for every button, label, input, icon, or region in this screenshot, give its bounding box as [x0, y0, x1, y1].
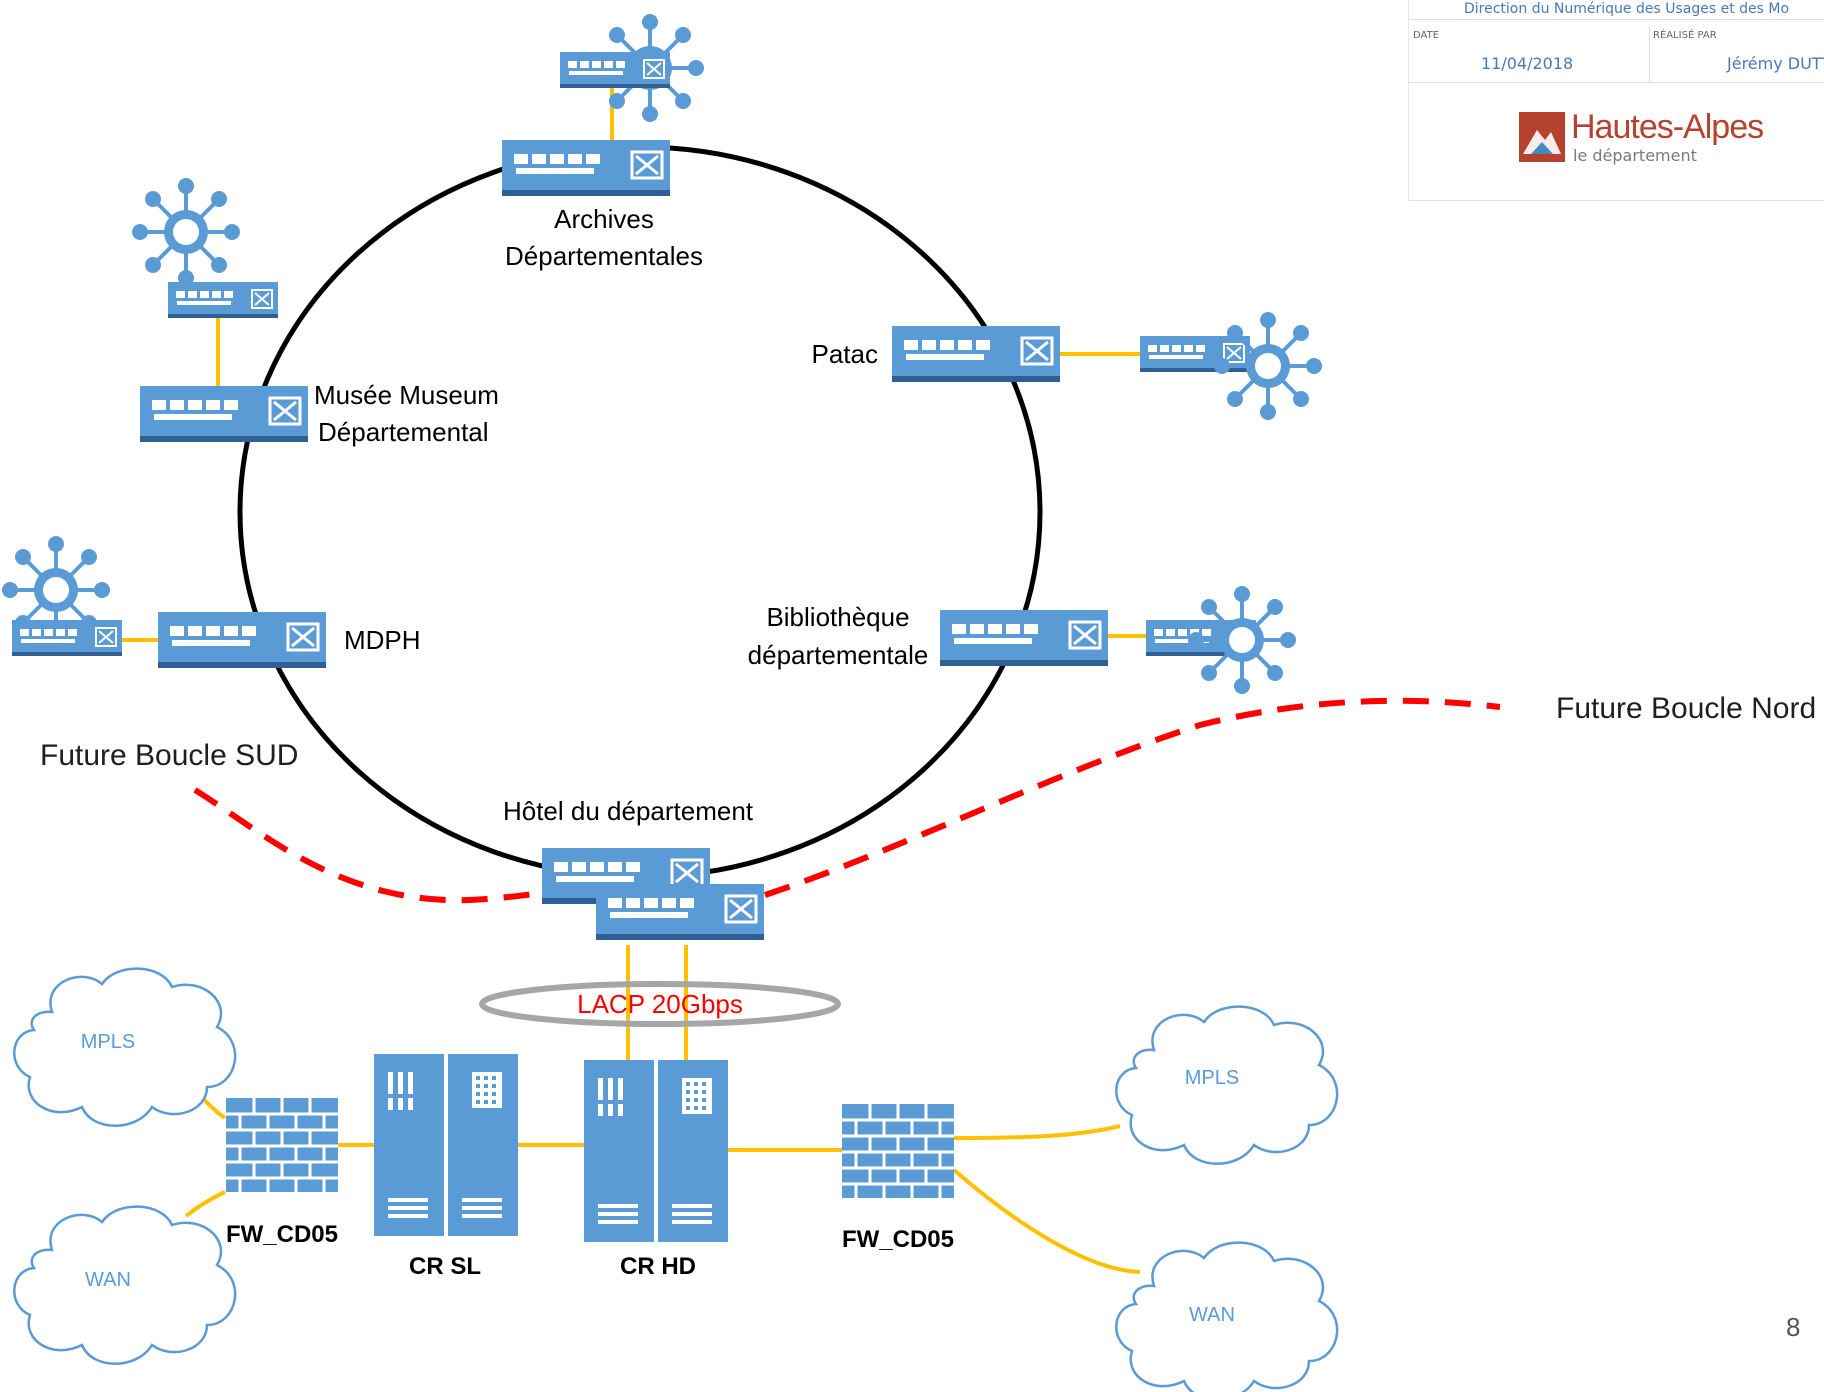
label-cr-hd: CR HD [620, 1253, 696, 1280]
author-cell: RÉALISÉ PAR Jérémy DUTT [1649, 26, 1824, 82]
label-lacp: LACP 20Gbps [577, 989, 743, 1019]
access-switch-mdph [11, 619, 123, 657]
label-cr-sl: CR SL [409, 1253, 481, 1280]
title-block: Direction du Numérique des Usages et des… [1408, 0, 1824, 201]
logo-text: Hautes-Alpes [1571, 108, 1764, 146]
label-cloud-mpls-left: MPLS [81, 1031, 135, 1053]
core-router-hd [584, 1060, 728, 1242]
label-musee-2: Départemental [318, 417, 489, 447]
label-biblio-2: départementale [748, 640, 929, 670]
wifi-hub-musee-icon [130, 176, 242, 288]
date-value: 11/04/2018 [1481, 54, 1574, 73]
lacp-bundle [479, 981, 841, 1027]
label-archives-2: Départementales [505, 241, 703, 271]
switch-archives [500, 138, 672, 198]
date-cell: DATE 11/04/2018 [1409, 26, 1650, 82]
date-label: DATE [1413, 30, 1440, 41]
label-future-sud: Future Boucle SUD [40, 739, 298, 772]
switch-patac [890, 324, 1062, 384]
access-switch-musee [167, 281, 279, 319]
label-biblio-1: Bibliothèque [766, 602, 909, 632]
firewall-left-icon [224, 1096, 340, 1194]
wifi-hub-patac-icon [1212, 310, 1324, 422]
wifi-hub-bibliotheque-icon [1186, 584, 1298, 696]
switch-musee [138, 384, 310, 444]
switch-bibliotheque [938, 608, 1110, 668]
label-cloud-wan-right: WAN [1189, 1304, 1235, 1326]
label-musee-1: Musée Museum [314, 380, 499, 410]
label-cloud-wan-left: WAN [85, 1269, 131, 1291]
label-archives-1: Archives [554, 204, 654, 234]
label-future-nord: Future Boucle Nord [1556, 692, 1816, 725]
label-hotel: Hôtel du département [503, 796, 754, 826]
title-block-row: DATE 11/04/2018 RÉALISÉ PAR Jérémy DUTT [1409, 26, 1824, 83]
author-value: Jérémy DUTT [1727, 54, 1824, 73]
label-cloud-mpls-right: MPLS [1185, 1067, 1239, 1089]
firewall-right-icon [840, 1102, 956, 1200]
core-router-sl [374, 1054, 518, 1236]
logo-subtext: le département [1573, 146, 1697, 165]
department-name: Direction du Numérique des Usages et des… [1409, 0, 1824, 20]
author-label: RÉALISÉ PAR [1653, 30, 1717, 41]
label-patac: Patac [812, 339, 879, 369]
label-mdph: MDPH [344, 625, 421, 655]
label-fw-right: FW_CD05 [842, 1226, 954, 1253]
future-loop-nord [764, 697, 1501, 898]
switch-hotel-2 [594, 882, 766, 942]
page-number: 8 [1786, 1312, 1801, 1342]
hautes-alpes-logo: Hautes-Alpes le département [1519, 108, 1779, 170]
access-switch-archives [559, 51, 671, 89]
label-fw-left: FW_CD05 [226, 1221, 338, 1248]
mountain-icon [1519, 112, 1565, 162]
switch-mdph [156, 610, 328, 670]
